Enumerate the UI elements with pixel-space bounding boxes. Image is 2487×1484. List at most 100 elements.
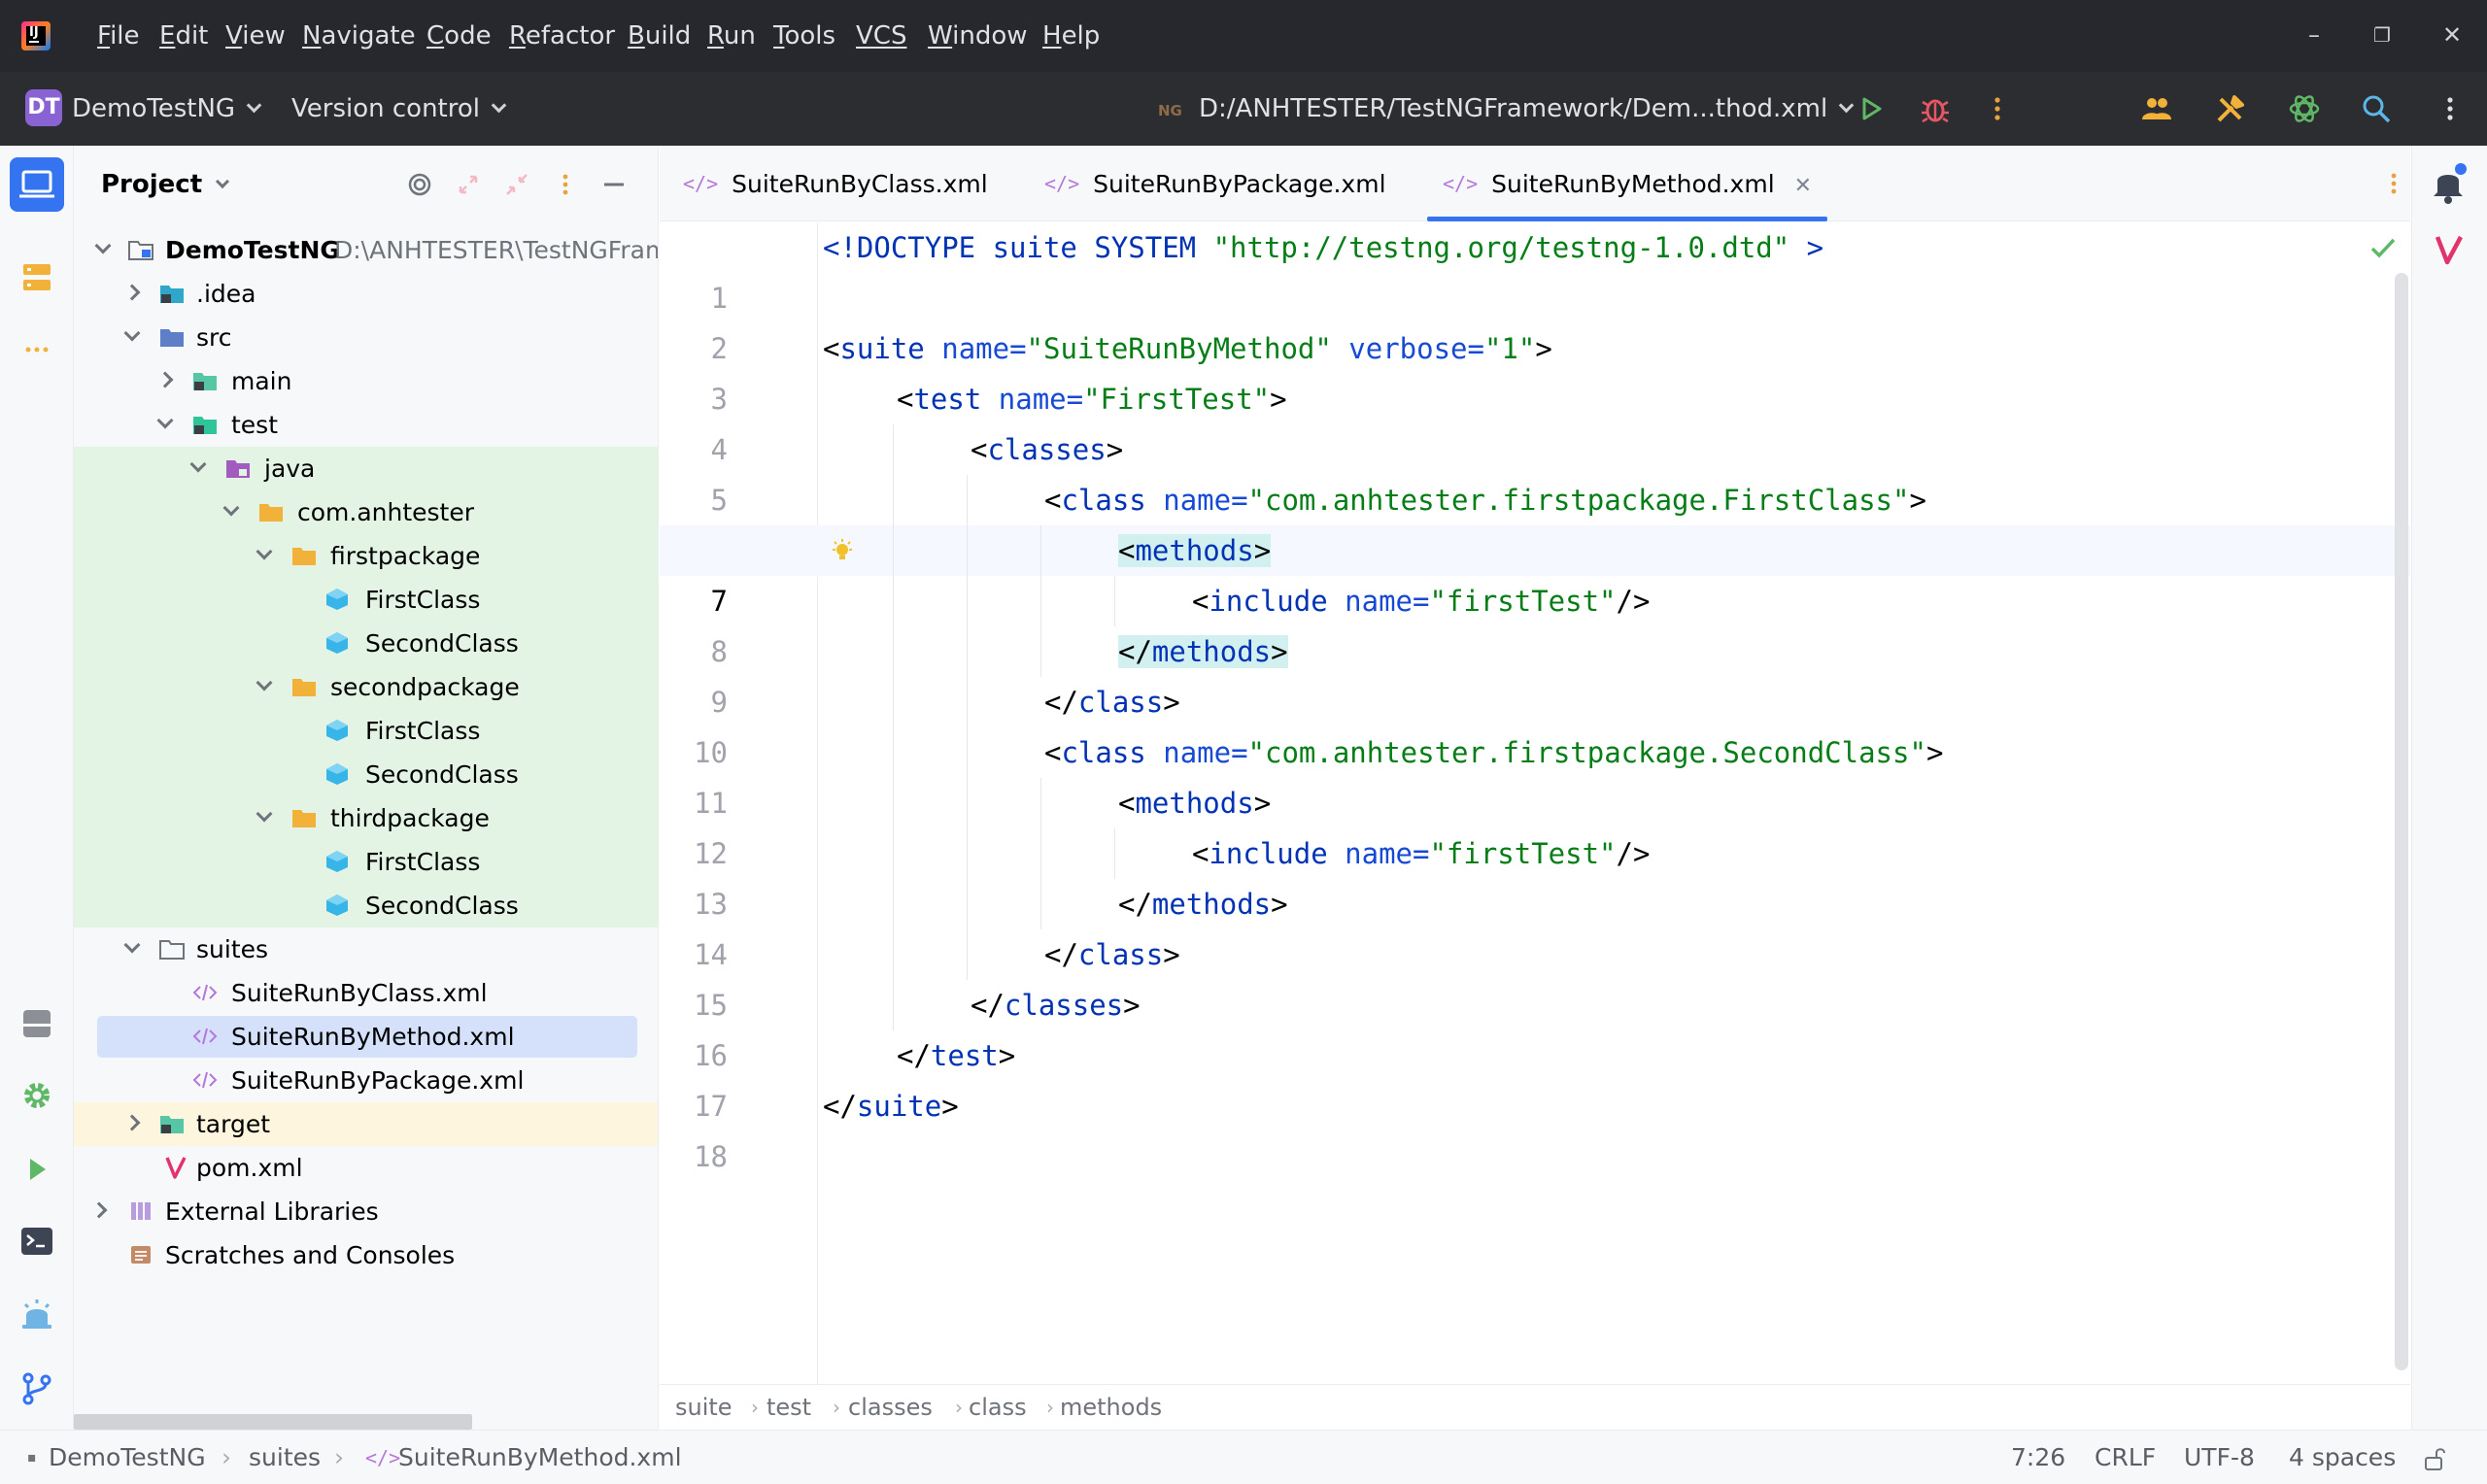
code-line-4[interactable]: 4 <test name="FirstTest">: [660, 374, 2410, 466]
menu-run[interactable]: Run: [707, 21, 756, 51]
menu-window[interactable]: Window: [928, 21, 1028, 51]
build-tools-icon[interactable]: [2213, 91, 2248, 126]
more-tools-icon[interactable]: [14, 326, 60, 373]
code-line-18[interactable]: 18 </suite>: [660, 1081, 2410, 1173]
tab-suiterunbypackage[interactable]: </>SuiteRunByPackage.xml: [1044, 146, 1386, 221]
tree-item-firstclass[interactable]: FirstClass: [74, 840, 658, 884]
tree-item-external-libraries[interactable]: External Libraries: [74, 1190, 658, 1233]
hide-panel-icon[interactable]: [598, 169, 630, 200]
tree-item-idea[interactable]: .idea: [74, 272, 658, 316]
tab-options-icon[interactable]: [2379, 169, 2408, 198]
intellij-logo-icon[interactable]: IJ: [21, 21, 51, 51]
settings-more-icon[interactable]: [2433, 91, 2468, 126]
more-vertical-icon[interactable]: [1980, 91, 2015, 126]
lock-open-icon[interactable]: [2423, 1446, 2446, 1471]
settings-gear-icon[interactable]: [14, 1072, 60, 1119]
code-line-17[interactable]: 17 </test>: [660, 1030, 2410, 1123]
run-config-selector[interactable]: D:/ANHTESTER/TestNGFramework/Dem...thod.…: [1199, 93, 1855, 124]
version-control-selector[interactable]: Version control: [291, 93, 507, 124]
code-line-15[interactable]: 15 </class>: [660, 929, 2410, 1022]
breadcrumb-methods[interactable]: methods: [1060, 1394, 1163, 1421]
tree-item-suiterunbypackage[interactable]: SuiteRunByPackage.xml: [74, 1059, 658, 1102]
git-branch-icon[interactable]: [14, 1366, 60, 1412]
menu-build[interactable]: Build: [628, 21, 692, 51]
code-line-2[interactable]: 2: [660, 273, 2410, 365]
code-line-9[interactable]: 9 </methods>: [660, 626, 2410, 719]
tree-item-firstclass[interactable]: FirstClass: [74, 709, 658, 753]
code-line-12[interactable]: 12 <methods>: [660, 778, 2410, 870]
caret-position[interactable]: 7:26: [2011, 1443, 2066, 1471]
search-icon[interactable]: [2359, 91, 2394, 126]
code-line-6[interactable]: 6 <class name="com.anhtester.firstpackag…: [660, 475, 2410, 567]
structure-tool-icon[interactable]: [14, 254, 60, 301]
code-line-3[interactable]: 3 <suite name="SuiteRunByMethod" verbose…: [660, 323, 2410, 416]
code-line-5[interactable]: 5 <classes>: [660, 424, 2410, 517]
breadcrumb-suite[interactable]: suite: [675, 1394, 732, 1421]
run-tool-icon[interactable]: [14, 1146, 60, 1193]
breadcrumb-classes[interactable]: classes: [848, 1394, 933, 1421]
project-badge[interactable]: DT: [25, 89, 62, 126]
collapse-all-icon[interactable]: [501, 169, 532, 200]
code-editor[interactable]: 1 <!DOCTYPE suite SYSTEM "http://testng.…: [660, 222, 2410, 1384]
no-problems-check-icon[interactable]: [2369, 234, 2397, 261]
restore-button[interactable]: ❐: [2373, 23, 2391, 47]
tree-item-main[interactable]: main: [74, 359, 658, 403]
line-ending[interactable]: CRLF: [2095, 1443, 2157, 1471]
problems-icon[interactable]: [14, 1292, 60, 1338]
terminal-icon[interactable]: [14, 1218, 60, 1265]
status-path-folder[interactable]: suites: [249, 1443, 322, 1471]
vertical-scrollbar[interactable]: [2395, 273, 2408, 1370]
tree-item-suiterunbymethod[interactable]: SuiteRunByMethod.xml: [74, 1015, 658, 1059]
horizontal-scrollbar[interactable]: [74, 1414, 472, 1430]
tree-item-secondclass[interactable]: SecondClass: [74, 753, 658, 796]
tree-item-test[interactable]: test: [74, 403, 658, 447]
tree-item-secondclass[interactable]: SecondClass: [74, 884, 658, 928]
code-line-10[interactable]: 10 </class>: [660, 677, 2410, 769]
code-line-11[interactable]: 11 <class name="com.anhtester.firstpacka…: [660, 727, 2410, 820]
project-selector[interactable]: DemoTestNG: [72, 93, 262, 124]
menu-refactor[interactable]: Refactor: [509, 21, 616, 51]
code-line-1[interactable]: 1 <!DOCTYPE suite SYSTEM "http://testng.…: [660, 222, 2410, 315]
tree-item-src[interactable]: src: [74, 316, 658, 359]
menu-file[interactable]: File: [97, 21, 140, 51]
breadcrumb-test[interactable]: test: [767, 1394, 812, 1421]
tree-item-suiterunbyclass[interactable]: SuiteRunByClass.xml: [74, 971, 658, 1015]
intention-bulb-icon[interactable]: [831, 539, 854, 564]
project-tool-icon[interactable]: [10, 157, 64, 212]
tab-suiterunbyclass[interactable]: </>SuiteRunByClass.xml: [683, 146, 988, 221]
menu-vcs[interactable]: VCS: [856, 21, 907, 51]
maven-tool-icon[interactable]: [2430, 231, 2469, 270]
code-with-me-icon[interactable]: [2139, 91, 2174, 126]
tree-item-demotestng[interactable]: DemoTestNG D:\ANHTESTER\TestNGFramework: [74, 228, 658, 272]
tree-item-firstclass[interactable]: FirstClass: [74, 578, 658, 622]
menu-edit[interactable]: Edit: [159, 21, 209, 51]
code-line-7[interactable]: 7 <methods>: [660, 525, 2410, 618]
notifications-icon[interactable]: [2428, 159, 2470, 206]
project-panel-title[interactable]: Project: [101, 167, 230, 202]
menu-tools[interactable]: Tools: [773, 21, 836, 51]
tree-item-firstpackage[interactable]: firstpackage: [74, 534, 658, 578]
ai-assistant-icon[interactable]: [2287, 91, 2322, 126]
menu-help[interactable]: Help: [1042, 21, 1101, 51]
tree-item-com-anhtester[interactable]: com.anhtester: [74, 490, 658, 534]
tree-item-secondclass[interactable]: SecondClass: [74, 622, 658, 665]
status-path-project[interactable]: DemoTestNG: [49, 1443, 206, 1471]
close-window-button[interactable]: ✕: [2441, 21, 2463, 49]
panel-options-icon[interactable]: [550, 169, 581, 200]
status-path-file[interactable]: SuiteRunByMethod.xml: [398, 1443, 682, 1471]
tree-item-java[interactable]: java: [74, 447, 658, 490]
code-line-16[interactable]: 16 </classes>: [660, 980, 2410, 1072]
code-line-14[interactable]: 14 </methods>: [660, 879, 2410, 971]
file-encoding[interactable]: UTF-8: [2184, 1443, 2255, 1471]
menu-code[interactable]: Code: [426, 21, 492, 51]
locate-file-icon[interactable]: [404, 169, 435, 200]
close-tab-icon[interactable]: ✕: [1793, 174, 1813, 198]
tab-suiterunbymethod[interactable]: </>SuiteRunByMethod.xml✕: [1426, 146, 1828, 221]
services-tool-icon[interactable]: [14, 1000, 60, 1047]
code-line-8[interactable]: 8 <include name="firstTest"/>: [660, 576, 2410, 668]
tree-item-suites[interactable]: suites: [74, 928, 658, 971]
tree-item-secondpackage[interactable]: secondpackage: [74, 665, 658, 709]
tree-item-target[interactable]: target: [74, 1102, 658, 1146]
indent-setting[interactable]: 4 spaces: [2289, 1443, 2397, 1471]
minimize-button[interactable]: –: [2308, 21, 2320, 49]
